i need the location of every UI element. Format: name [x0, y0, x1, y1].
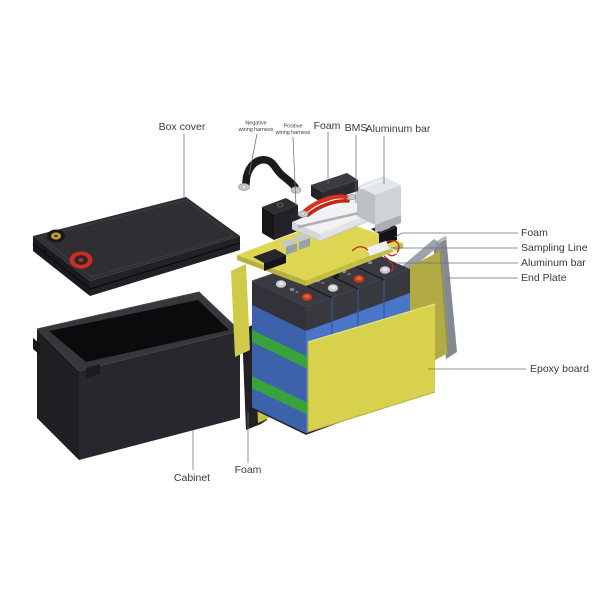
- epoxy-board-front: [307, 303, 436, 433]
- foam-right-leader: [394, 232, 518, 238]
- positive-harness-leader: [292, 136, 297, 207]
- label-foam-right: Foam: [521, 227, 548, 239]
- strap-green-left-1: [252, 330, 306, 368]
- epoxy-board-back-left: [231, 264, 250, 357]
- label-positive-harness-2: wiring harness: [275, 130, 311, 136]
- strap-green-left-2: [252, 376, 306, 414]
- leader-lines: [183, 132, 526, 470]
- negative-harness-leader: [248, 133, 258, 176]
- cabinet-box: [33, 291, 242, 460]
- label-box-cover: Box cover: [159, 121, 206, 133]
- cover-positive-terminal: [69, 251, 93, 269]
- positive-wiring-harness: [297, 194, 357, 218]
- label-aluminum-bar-right: Aluminum bar: [521, 257, 586, 269]
- cabinet-handle-front: [86, 364, 100, 378]
- label-foam-top: Foam: [314, 120, 341, 132]
- terminal-block: [262, 198, 298, 240]
- label-aluminum-bar-top: Aluminum bar: [366, 123, 431, 135]
- label-positive-harness-1: Positive: [284, 124, 303, 130]
- label-bms: BMS: [345, 122, 368, 134]
- box-cover: [32, 197, 241, 296]
- cover-vent-hole: [43, 250, 47, 252]
- labels: Box cover Negative wiring harness Positi…: [159, 120, 589, 484]
- sampling-connector: [365, 240, 391, 257]
- label-sampling-line: Sampling Line: [521, 242, 588, 254]
- sampling-wire-red: [386, 240, 400, 257]
- label-foam-bottom: Foam: [235, 464, 262, 476]
- negative-wiring-harness: [238, 156, 302, 194]
- label-end-plate: End Plate: [521, 272, 567, 284]
- cover-negative-terminal: [47, 229, 65, 243]
- label-cabinet: Cabinet: [174, 472, 210, 484]
- cabinet-handle-left: [33, 338, 40, 355]
- label-negative-harness-1: Negative: [245, 121, 266, 127]
- label-negative-harness-2: wiring harness: [238, 127, 274, 133]
- aluminum-bar-block: [357, 176, 401, 233]
- label-epoxy-board: Epoxy board: [530, 363, 589, 375]
